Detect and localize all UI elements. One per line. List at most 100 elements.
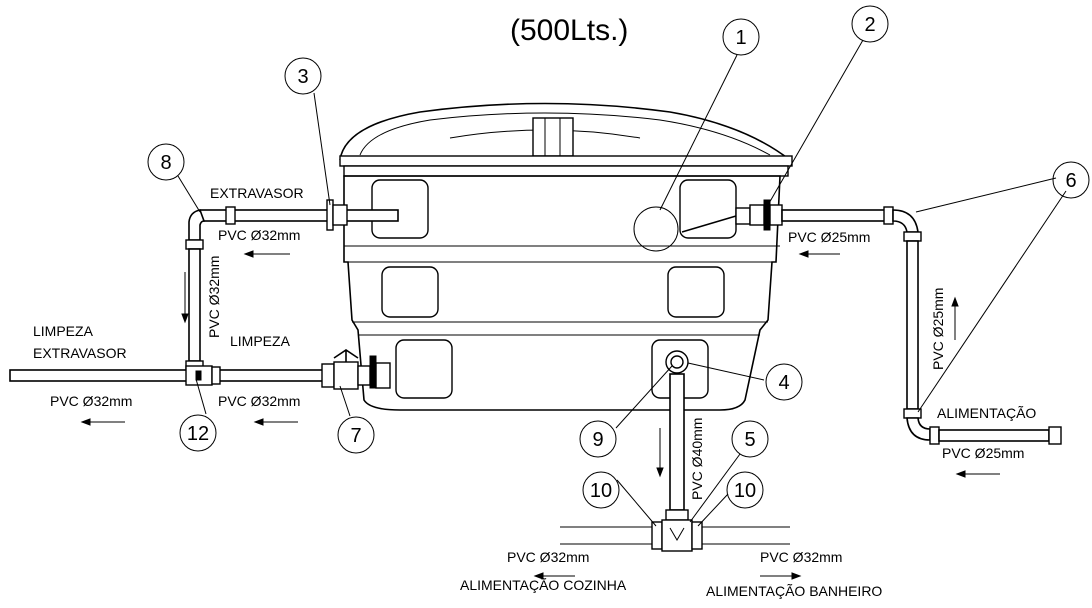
tee-fitting-mark [669,527,685,541]
leader-line [687,362,765,381]
leader-line [689,453,741,523]
callout-number-6: 6 [1065,170,1076,192]
arrowhead [656,467,664,478]
cleaning-pipe [9,349,391,390]
water-tank [339,102,793,411]
label-alimentacao: ALIMENTAÇÃO [937,405,1036,421]
label-pvc25-vertical: PVC Ø25mm [930,288,946,370]
callout-number-10b: 10 [734,480,756,502]
tank-lid-cap [532,117,574,157]
tank-lid-inner [359,112,771,156]
leader-line [659,54,738,211]
label-pvc25-top: PVC Ø25mm [788,229,870,245]
arrowhead [533,572,544,580]
float-arm [681,215,737,233]
overflow-pipe [185,199,399,371]
callout-number-1: 1 [735,27,746,49]
callout-number-5: 5 [744,429,755,451]
pipe-coupling [903,408,922,419]
callout-number-9: 9 [592,429,603,451]
callout-circle-8 [147,143,185,181]
tank-lid-dome [339,102,791,161]
arrowhead [955,470,966,478]
leader-line [917,190,1067,413]
leader-line [915,177,1057,213]
supply-elbow-top [892,209,919,233]
tank-lid-rim [339,155,793,167]
callout-circle-9 [579,420,617,458]
pipe-coupling [211,366,221,385]
callout-number-4: 4 [778,372,789,394]
ball-valve [333,361,359,390]
leader-lines [177,39,1067,527]
label-limpeza-extravasor-line2: EXTRAVASOR [33,345,127,361]
cleaning-pipe-horizontal [9,369,331,382]
callout-number-10a: 10 [590,480,612,502]
flange-nut [749,204,765,226]
leader-line [615,365,673,429]
callout-circle-5 [731,420,769,458]
pipe-coupling [1048,426,1062,445]
label-limpeza: LIMPEZA [230,333,291,349]
label-alimentacao-cozinha: ALIMENTAÇÃO COZINHA [460,577,627,593]
arrowhead [80,418,91,426]
flange-nut [375,362,391,389]
leader-line [195,378,207,415]
callout-circle-2 [851,5,889,43]
outlet-pipe [560,350,790,552]
supply-pipe-vertical [906,240,919,410]
label-pvc32-left: PVC Ø32mm [50,393,132,409]
pipe-coupling [883,206,894,225]
label-pvc40-vertical: PVC Ø40mm [689,418,705,500]
leader-line [767,39,864,206]
callout-circle-10a [582,471,620,509]
label-pvc32-vertical: PVC Ø32mm [206,256,222,338]
pipe-coupling [225,206,236,225]
label-alimentacao-banheiro: ALIMENTAÇÃO BANHEIRO [706,583,882,599]
pipe-coupling [929,426,940,445]
diagram-title: (500Lts.) [510,14,628,47]
tank-recess [667,266,725,318]
arrowhead [951,296,959,307]
callout-number-12: 12 [187,423,209,445]
valve-handle [333,349,359,362]
pipe-coupling [691,521,703,550]
leader-line [339,385,351,417]
label-pvc32-top: PVC Ø32mm [218,227,300,243]
arrowhead [253,418,264,426]
leader-line [177,175,201,213]
label-pvc32-bottom-left: PVC Ø32mm [507,549,589,565]
pipe-labels: EXTRAVASOR PVC Ø32mm PVC Ø25mm PVC Ø32mm… [33,185,1036,599]
flange-nut [769,204,783,226]
tank-recess [381,266,439,318]
label-extravasor: EXTRAVASOR [210,185,304,201]
callouts: 1 2 3 8 6 4 9 5 10 10 12 7 [147,5,1090,509]
float-valve-body [735,207,751,225]
overflow-elbow [188,209,206,241]
detail-circle [633,206,679,252]
leader-line [616,479,657,527]
tank-recess [371,179,429,239]
supply-pipe [681,199,1062,445]
arrowhead [181,313,189,324]
pipe-coupling [185,239,204,250]
callout-circle-10b [726,471,764,509]
callout-circle-1 [722,18,760,56]
supply-pipe-horizontal [781,209,891,222]
tank-flange-right [763,199,771,231]
arrowhead [243,250,254,258]
callout-circle-12 [179,414,217,452]
callout-number-2: 2 [864,14,875,36]
supply-elbow-bottom [906,417,931,441]
label-pvc25-bottom: PVC Ø25mm [942,445,1024,461]
arrowhead [798,250,809,258]
tank-body [343,175,781,411]
outlet-flange-inner [670,355,684,369]
callout-circle-3 [284,57,322,95]
valve-connector [321,363,335,388]
label-limpeza-extravasor-line1: LIMPEZA [33,323,94,339]
tee-fitting [661,519,693,552]
callout-circle-7 [337,416,375,454]
pipe-coupling [903,231,922,242]
